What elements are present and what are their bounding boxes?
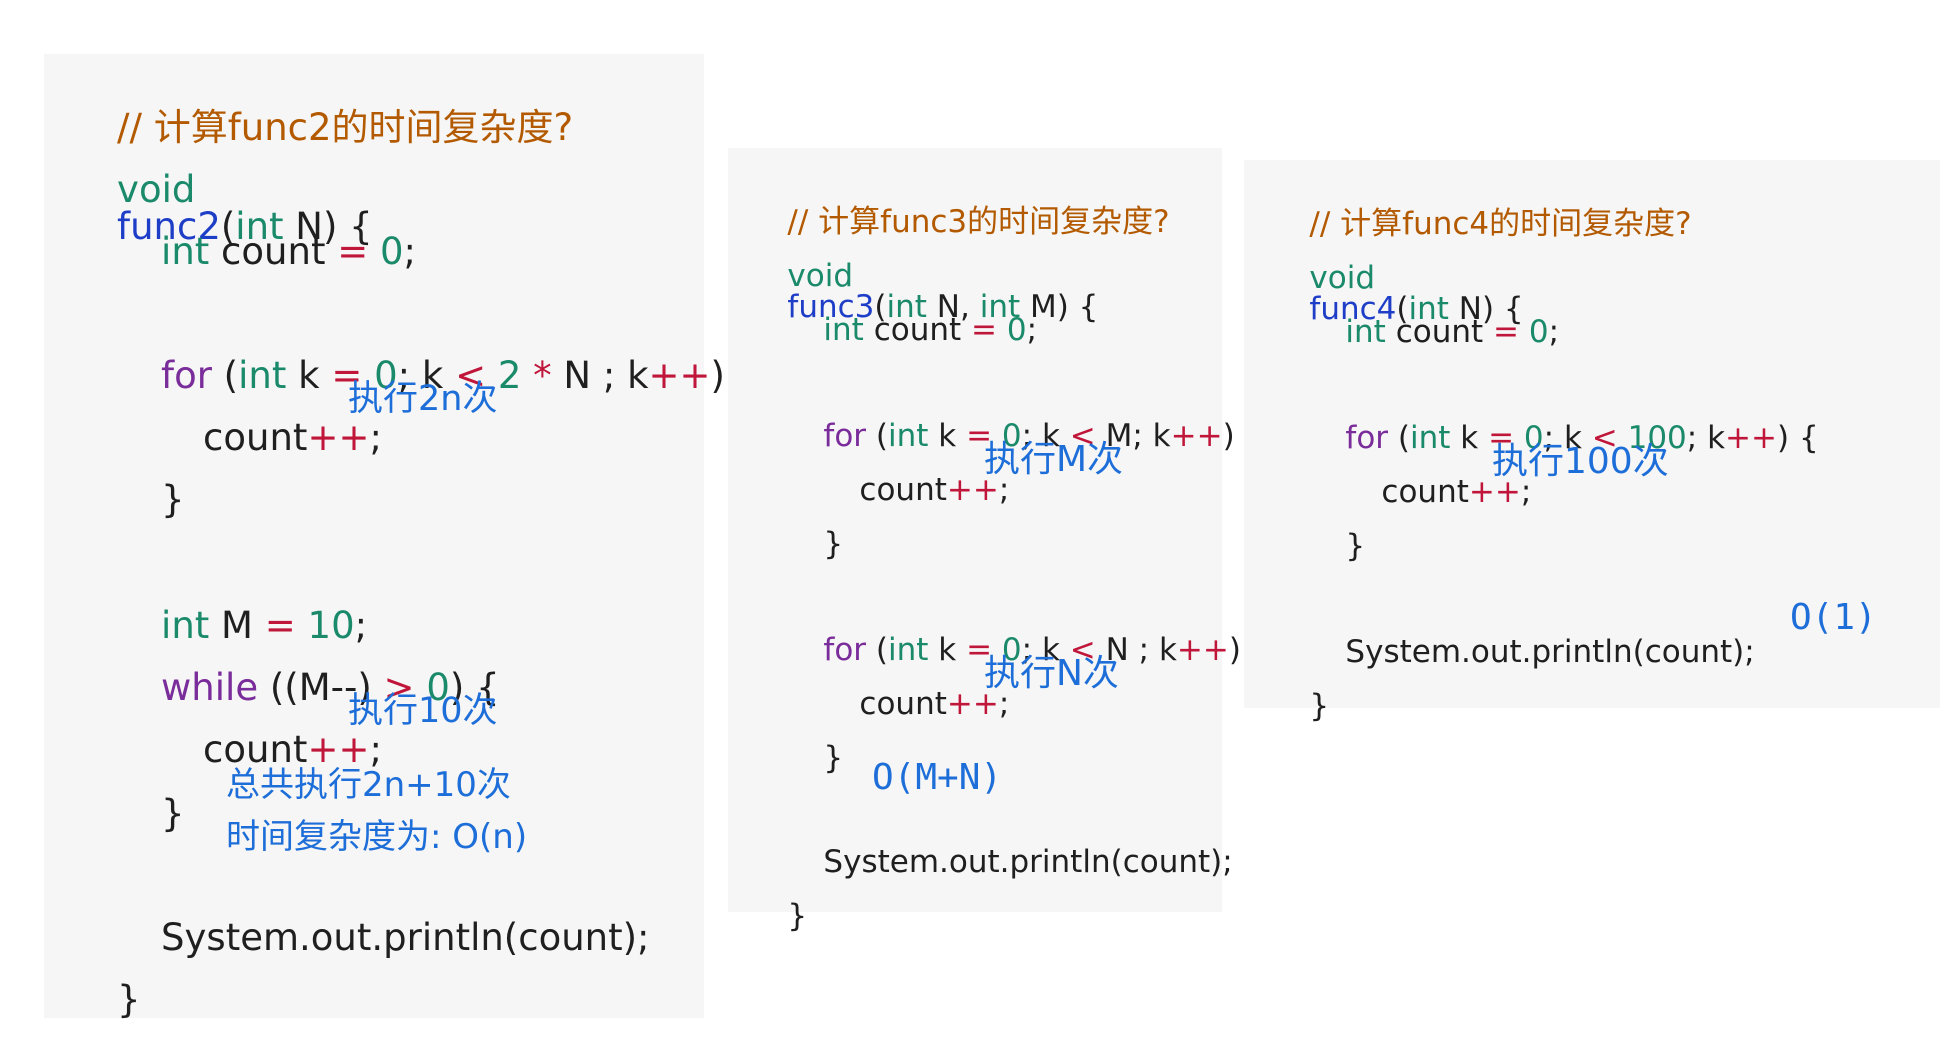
function-signature: void func2(int N) { <box>117 168 373 248</box>
comment-line: // 计算func3的时间复杂度? <box>787 204 1170 240</box>
annotation-complexity: O(M+N) <box>872 757 1003 798</box>
count-increment-statement: count++; <box>203 728 382 771</box>
closing-brace: } <box>823 526 844 562</box>
println-statement: System.out.println(count); <box>161 916 650 959</box>
annotation-exec-100: 执行100次 <box>1492 441 1669 482</box>
comment-line: // 计算func4的时间复杂度? <box>1309 206 1692 242</box>
m-declaration: int M = 10; <box>161 604 368 647</box>
closing-brace: } <box>1345 528 1366 564</box>
for-loop-header-m: for (int k = 0; k < M; k++) { <box>823 418 1264 454</box>
println-statement: System.out.println(count); <box>823 844 1233 880</box>
annotation-total: 总共执行2n+10次 <box>226 765 511 805</box>
count-increment-statement: count++; <box>203 416 382 459</box>
for-loop-header-n: for (int k = 0; k < N ; k++) { <box>823 632 1270 668</box>
annotation-exec-10: 执行10次 <box>348 691 498 731</box>
count-declaration: int count = 0; <box>1345 314 1560 350</box>
closing-brace: } <box>787 898 808 934</box>
count-declaration: int count = 0; <box>823 312 1038 348</box>
while-loop-header: while ((M--) > 0) { <box>161 666 500 709</box>
closing-brace: } <box>161 792 185 835</box>
count-increment-statement: count++; <box>859 472 1010 508</box>
comment-line: // 计算func2的时间复杂度? <box>117 106 574 149</box>
for-loop-header: for (int k = 0; k < 100; k++) { <box>1345 420 1819 456</box>
annotation-complexity: 时间复杂度为: O(n) <box>226 817 528 857</box>
count-declaration: int count = 0; <box>161 230 417 273</box>
count-increment-statement: count++; <box>859 686 1010 722</box>
count-increment-statement: count++; <box>1381 474 1532 510</box>
annotation-exec-n: 执行N次 <box>984 653 1119 694</box>
code-panel-func3: // 计算func3的时间复杂度? void func3(int N, int … <box>728 148 1271 932</box>
annotation-complexity: O(1) <box>1790 597 1877 638</box>
function-signature: void func4(int N) { <box>1309 260 1524 327</box>
for-loop-header: for (int k = 0; k < 2 * N ; k++) { <box>161 354 760 397</box>
closing-brace: } <box>161 478 185 521</box>
annotation-exec-2n: 执行2n次 <box>348 379 498 419</box>
code-panel-func4: // 计算func4的时间复杂度? void func4(int N) { in… <box>1244 160 1940 722</box>
annotation-exec-m: 执行M次 <box>984 439 1124 480</box>
closing-brace: } <box>117 978 141 1021</box>
closing-brace: } <box>1309 688 1330 724</box>
closing-brace: } <box>823 740 844 776</box>
println-statement: System.out.println(count); <box>1345 634 1755 670</box>
function-signature: void func3(int N, int M) { <box>787 258 1099 325</box>
code-panel-func2: // 计算func2的时间复杂度? void func2(int N) { in… <box>44 54 760 1018</box>
